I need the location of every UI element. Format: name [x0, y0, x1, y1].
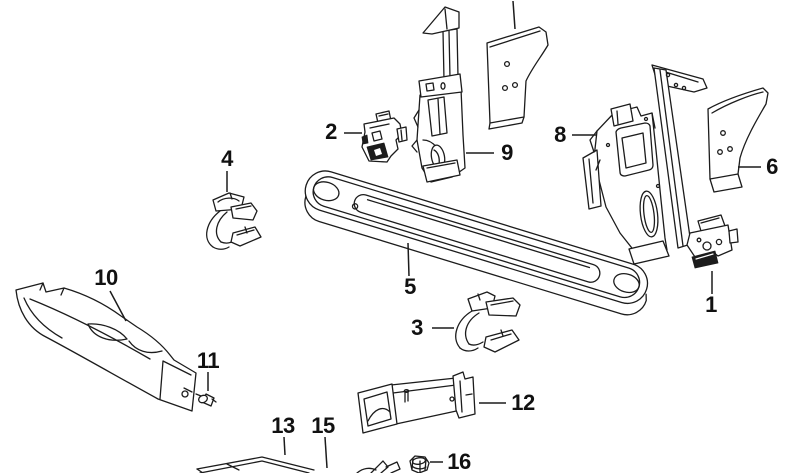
callout-11: 11 — [196, 348, 220, 373]
part-8-pillar-drawing — [582, 64, 708, 265]
callout-5: 5 — [404, 274, 416, 299]
callout-3: 3 — [411, 315, 423, 340]
callout-16: 16 — [447, 449, 471, 473]
cut-off-part-drawing — [356, 460, 401, 473]
callout-10: 10 — [94, 265, 118, 290]
part-3-bracket-drawing — [455, 291, 521, 353]
part-13-sheet-drawing — [196, 456, 315, 473]
callout-2: 2 — [325, 119, 337, 144]
part-11-screw-drawing — [183, 387, 217, 407]
callout-8: 8 — [554, 122, 566, 147]
callout-9: 9 — [501, 140, 513, 165]
part-5-crossmember-drawing — [304, 170, 649, 316]
part-4-bracket-drawing — [206, 192, 262, 250]
part-7-bracket-drawing — [486, 26, 549, 130]
callout-6: 6 — [766, 154, 778, 179]
part-16-nut-drawing — [409, 455, 430, 473]
callout-13: 13 — [271, 413, 295, 438]
part-2-latch-drawing — [361, 110, 408, 163]
part-12-duct-drawing — [357, 371, 476, 434]
part-6-bracket-drawing — [707, 87, 769, 193]
callout-15: 15 — [311, 413, 335, 438]
part-1-latch-drawing — [686, 214, 739, 269]
callout-4: 4 — [221, 146, 233, 171]
callout-12: 12 — [511, 390, 535, 415]
callout-leader-lines — [109, 0, 761, 469]
callout-1: 1 — [705, 292, 717, 317]
part-9-pillar-drawing — [411, 6, 466, 183]
part-10-duct-drawing — [15, 282, 197, 412]
